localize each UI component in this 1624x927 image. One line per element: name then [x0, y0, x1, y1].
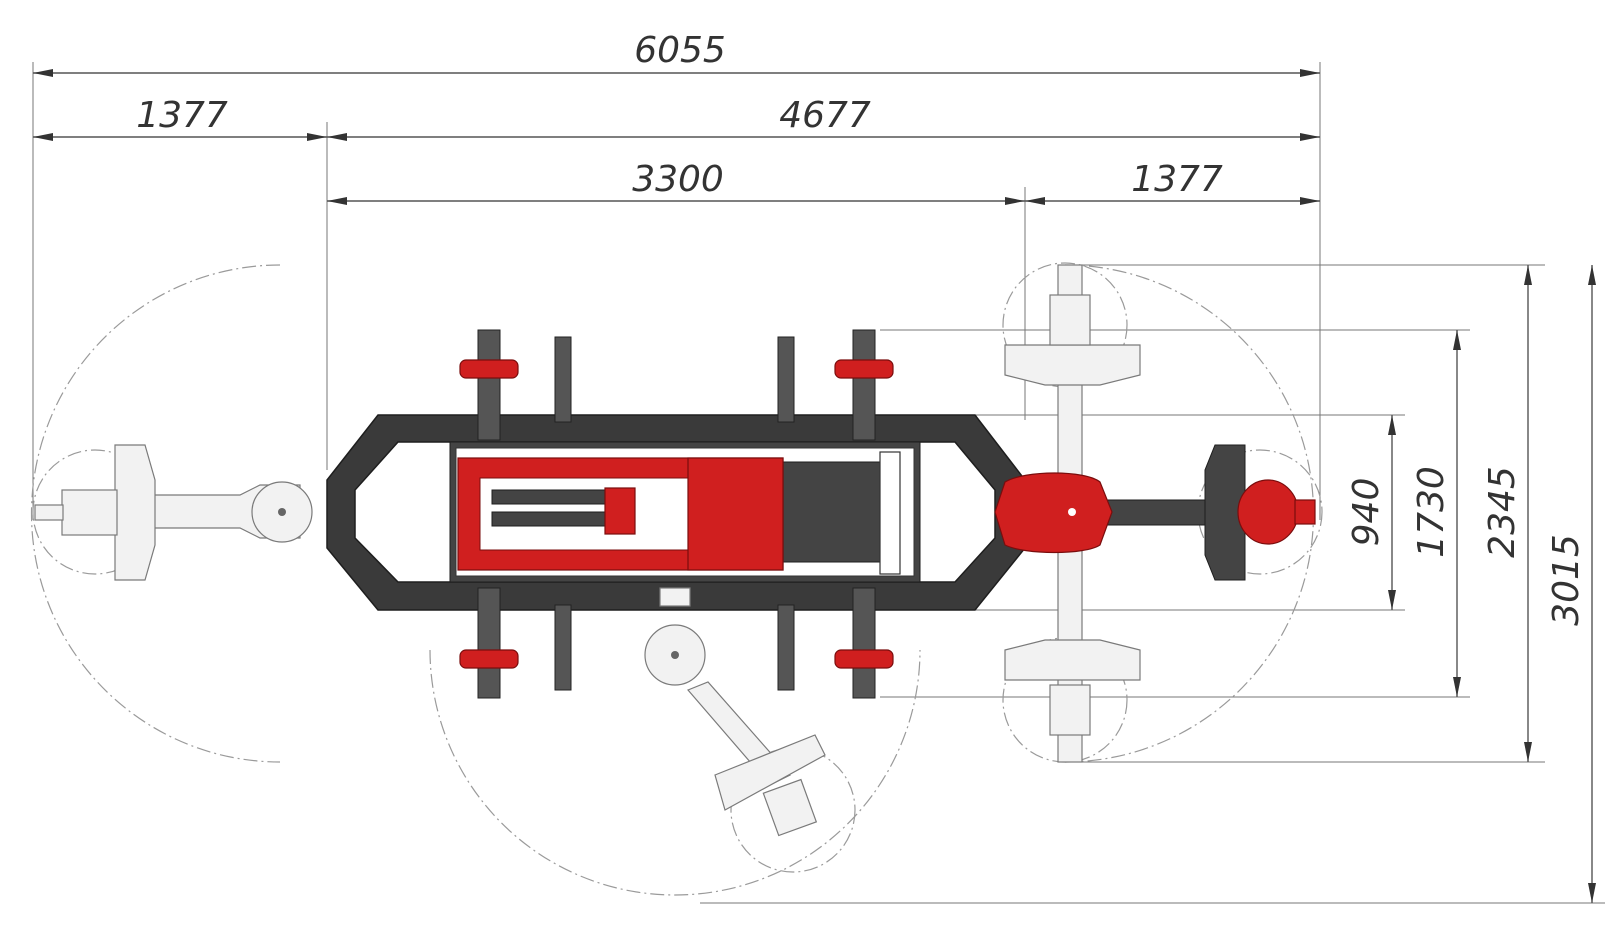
- right-axle: [994, 264, 1316, 763]
- dim-overall-length: 6055: [33, 30, 1320, 77]
- dim-label-3300: 3300: [632, 159, 724, 200]
- extension-lines: [32, 62, 1605, 904]
- dim-3015: 3015: [1546, 265, 1596, 903]
- posts-top: [459, 329, 894, 441]
- dim-1730: 1730: [1411, 330, 1461, 697]
- posts-bottom: [459, 587, 894, 699]
- dim-label-940: 940: [1346, 478, 1387, 547]
- left-arm: [34, 444, 313, 581]
- red-press: [457, 457, 784, 571]
- dim-label-1377-right: 1377: [1131, 159, 1223, 200]
- dim-label-6055: 6055: [634, 30, 726, 71]
- dim-left-arm: 1377: [33, 95, 327, 141]
- dim-right-arm: 1377: [1025, 159, 1320, 205]
- dim-label-1377-left: 1377: [136, 95, 228, 136]
- dim-2345: 2345: [1482, 265, 1532, 762]
- dim-940: 940: [1346, 415, 1396, 610]
- dim-label-1730: 1730: [1411, 466, 1452, 558]
- dim-frame-length: 3300: [327, 159, 1025, 205]
- dim-label-2345: 2345: [1482, 466, 1523, 558]
- dim-label-4677: 4677: [779, 95, 871, 136]
- bottom-arm: [644, 587, 826, 837]
- dim-label-3015: 3015: [1546, 534, 1587, 626]
- dim-frame-to-end: 4677: [327, 95, 1320, 141]
